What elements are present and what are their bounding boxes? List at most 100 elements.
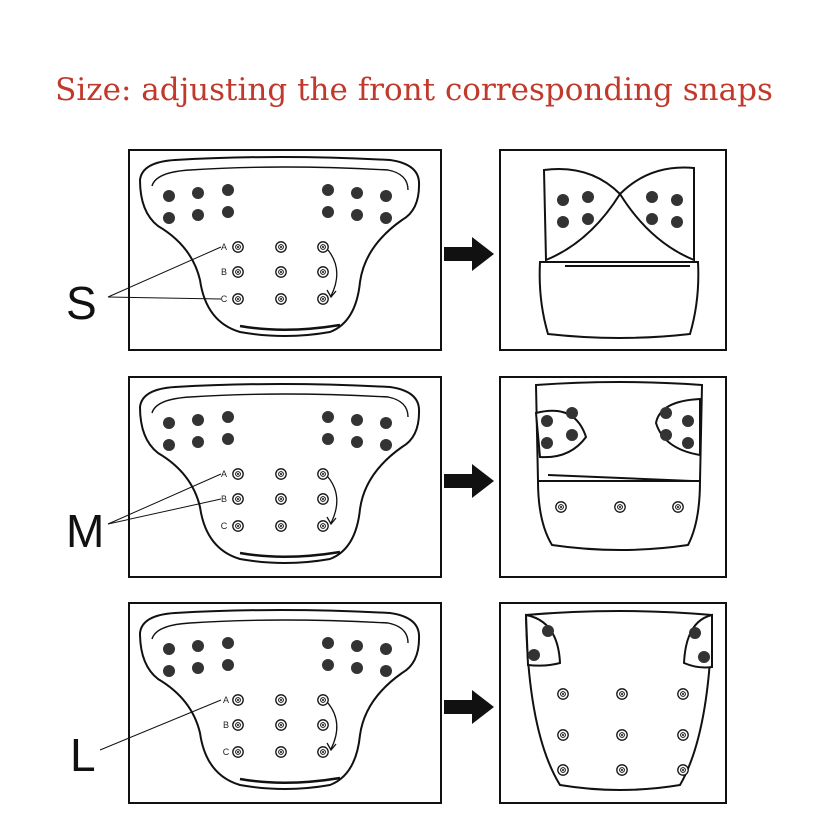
snap-dot bbox=[660, 407, 672, 419]
snap-center bbox=[322, 724, 324, 726]
fold-line bbox=[547, 474, 693, 482]
snap-dot bbox=[541, 437, 553, 449]
snap-dot bbox=[682, 437, 694, 449]
size-label-s: S bbox=[66, 277, 97, 329]
snap-dot bbox=[582, 213, 594, 225]
snap-center bbox=[562, 734, 564, 736]
snap-center bbox=[280, 525, 282, 527]
snap-dot bbox=[322, 206, 334, 218]
diaper-inner-line bbox=[151, 166, 409, 191]
snap-dot bbox=[566, 407, 578, 419]
snap-center bbox=[621, 734, 623, 736]
left-panel bbox=[128, 602, 442, 804]
back-panel bbox=[534, 381, 704, 482]
curve-arrow bbox=[327, 702, 338, 750]
snap-dot bbox=[351, 414, 363, 426]
diaper-inner-line bbox=[151, 393, 409, 418]
pointer-line bbox=[107, 498, 222, 525]
snap-letter-c: C bbox=[221, 294, 228, 304]
snap-center bbox=[322, 473, 324, 475]
snap-dot bbox=[192, 662, 204, 674]
snap-dot bbox=[541, 415, 553, 427]
snap-center bbox=[621, 769, 623, 771]
snap-center bbox=[237, 751, 239, 753]
pointer-line bbox=[107, 473, 222, 525]
snap-dot bbox=[322, 659, 334, 671]
snap-dot bbox=[322, 637, 334, 649]
snap-dot bbox=[689, 627, 701, 639]
snap-center bbox=[237, 298, 239, 300]
snap-letter-c: C bbox=[221, 521, 228, 531]
snap-dot bbox=[322, 411, 334, 423]
right-diaper-l bbox=[524, 610, 714, 791]
snap-dot bbox=[163, 643, 175, 655]
snap-dot bbox=[557, 216, 569, 228]
snap-letter-a: A bbox=[221, 242, 227, 252]
size-label-l: L bbox=[70, 729, 96, 781]
left-panel bbox=[128, 149, 442, 351]
right-arrow-icon bbox=[444, 464, 494, 498]
snap-dot bbox=[380, 665, 392, 677]
snap-center bbox=[237, 525, 239, 527]
snap-center bbox=[562, 693, 564, 695]
snap-dot bbox=[192, 414, 204, 426]
snap-center bbox=[322, 751, 324, 753]
snap-dot bbox=[163, 665, 175, 677]
snap-dot bbox=[163, 212, 175, 224]
snap-dot bbox=[660, 429, 672, 441]
pointer-line bbox=[107, 296, 222, 300]
snap-dot bbox=[351, 187, 363, 199]
snap-dot bbox=[380, 417, 392, 429]
snap-dot bbox=[682, 415, 694, 427]
snap-center bbox=[280, 724, 282, 726]
right-arrow-icon bbox=[444, 690, 494, 724]
size-label-m: M bbox=[66, 505, 105, 557]
right-diaper-s bbox=[538, 166, 700, 339]
snap-dot bbox=[380, 643, 392, 655]
right-arrow-icon bbox=[444, 237, 494, 271]
diaper-bottom-line bbox=[239, 323, 341, 332]
snap-dot bbox=[566, 429, 578, 441]
diaper-bottom-line bbox=[239, 550, 341, 559]
snap-letter-a: A bbox=[221, 469, 227, 479]
snap-center bbox=[237, 473, 239, 475]
snap-center bbox=[322, 246, 324, 248]
diaper-inner-line bbox=[151, 619, 409, 644]
snap-letter-b: B bbox=[223, 720, 229, 730]
snap-dot bbox=[322, 433, 334, 445]
snap-dot bbox=[192, 187, 204, 199]
snap-center bbox=[619, 506, 621, 508]
snap-dot bbox=[646, 213, 658, 225]
snap-letter-c: C bbox=[223, 747, 230, 757]
snap-center bbox=[322, 498, 324, 500]
snap-dot bbox=[222, 637, 234, 649]
snap-dot bbox=[222, 411, 234, 423]
snap-dot bbox=[528, 649, 540, 661]
snap-dot bbox=[542, 625, 554, 637]
snap-dot bbox=[351, 436, 363, 448]
right-panel bbox=[499, 602, 727, 804]
snap-dot bbox=[646, 191, 658, 203]
snap-dot bbox=[557, 194, 569, 206]
snap-center bbox=[322, 525, 324, 527]
snap-dot bbox=[163, 417, 175, 429]
snap-dot bbox=[582, 191, 594, 203]
snap-letter-a: A bbox=[223, 695, 229, 705]
snap-center bbox=[621, 693, 623, 695]
right-panel bbox=[499, 149, 727, 351]
snap-center bbox=[322, 699, 324, 701]
snap-dot bbox=[380, 439, 392, 451]
curve-arrow-head bbox=[326, 516, 337, 526]
snap-center bbox=[280, 246, 282, 248]
snap-dot bbox=[351, 640, 363, 652]
size-row-s: ABC bbox=[107, 149, 727, 351]
snap-dot bbox=[222, 659, 234, 671]
snap-center bbox=[322, 271, 324, 273]
snap-center bbox=[562, 769, 564, 771]
diaper-body bbox=[536, 480, 702, 551]
left-panel bbox=[128, 376, 442, 578]
right-panel bbox=[499, 376, 727, 578]
snap-center bbox=[677, 506, 679, 508]
pointer-line bbox=[99, 699, 222, 751]
